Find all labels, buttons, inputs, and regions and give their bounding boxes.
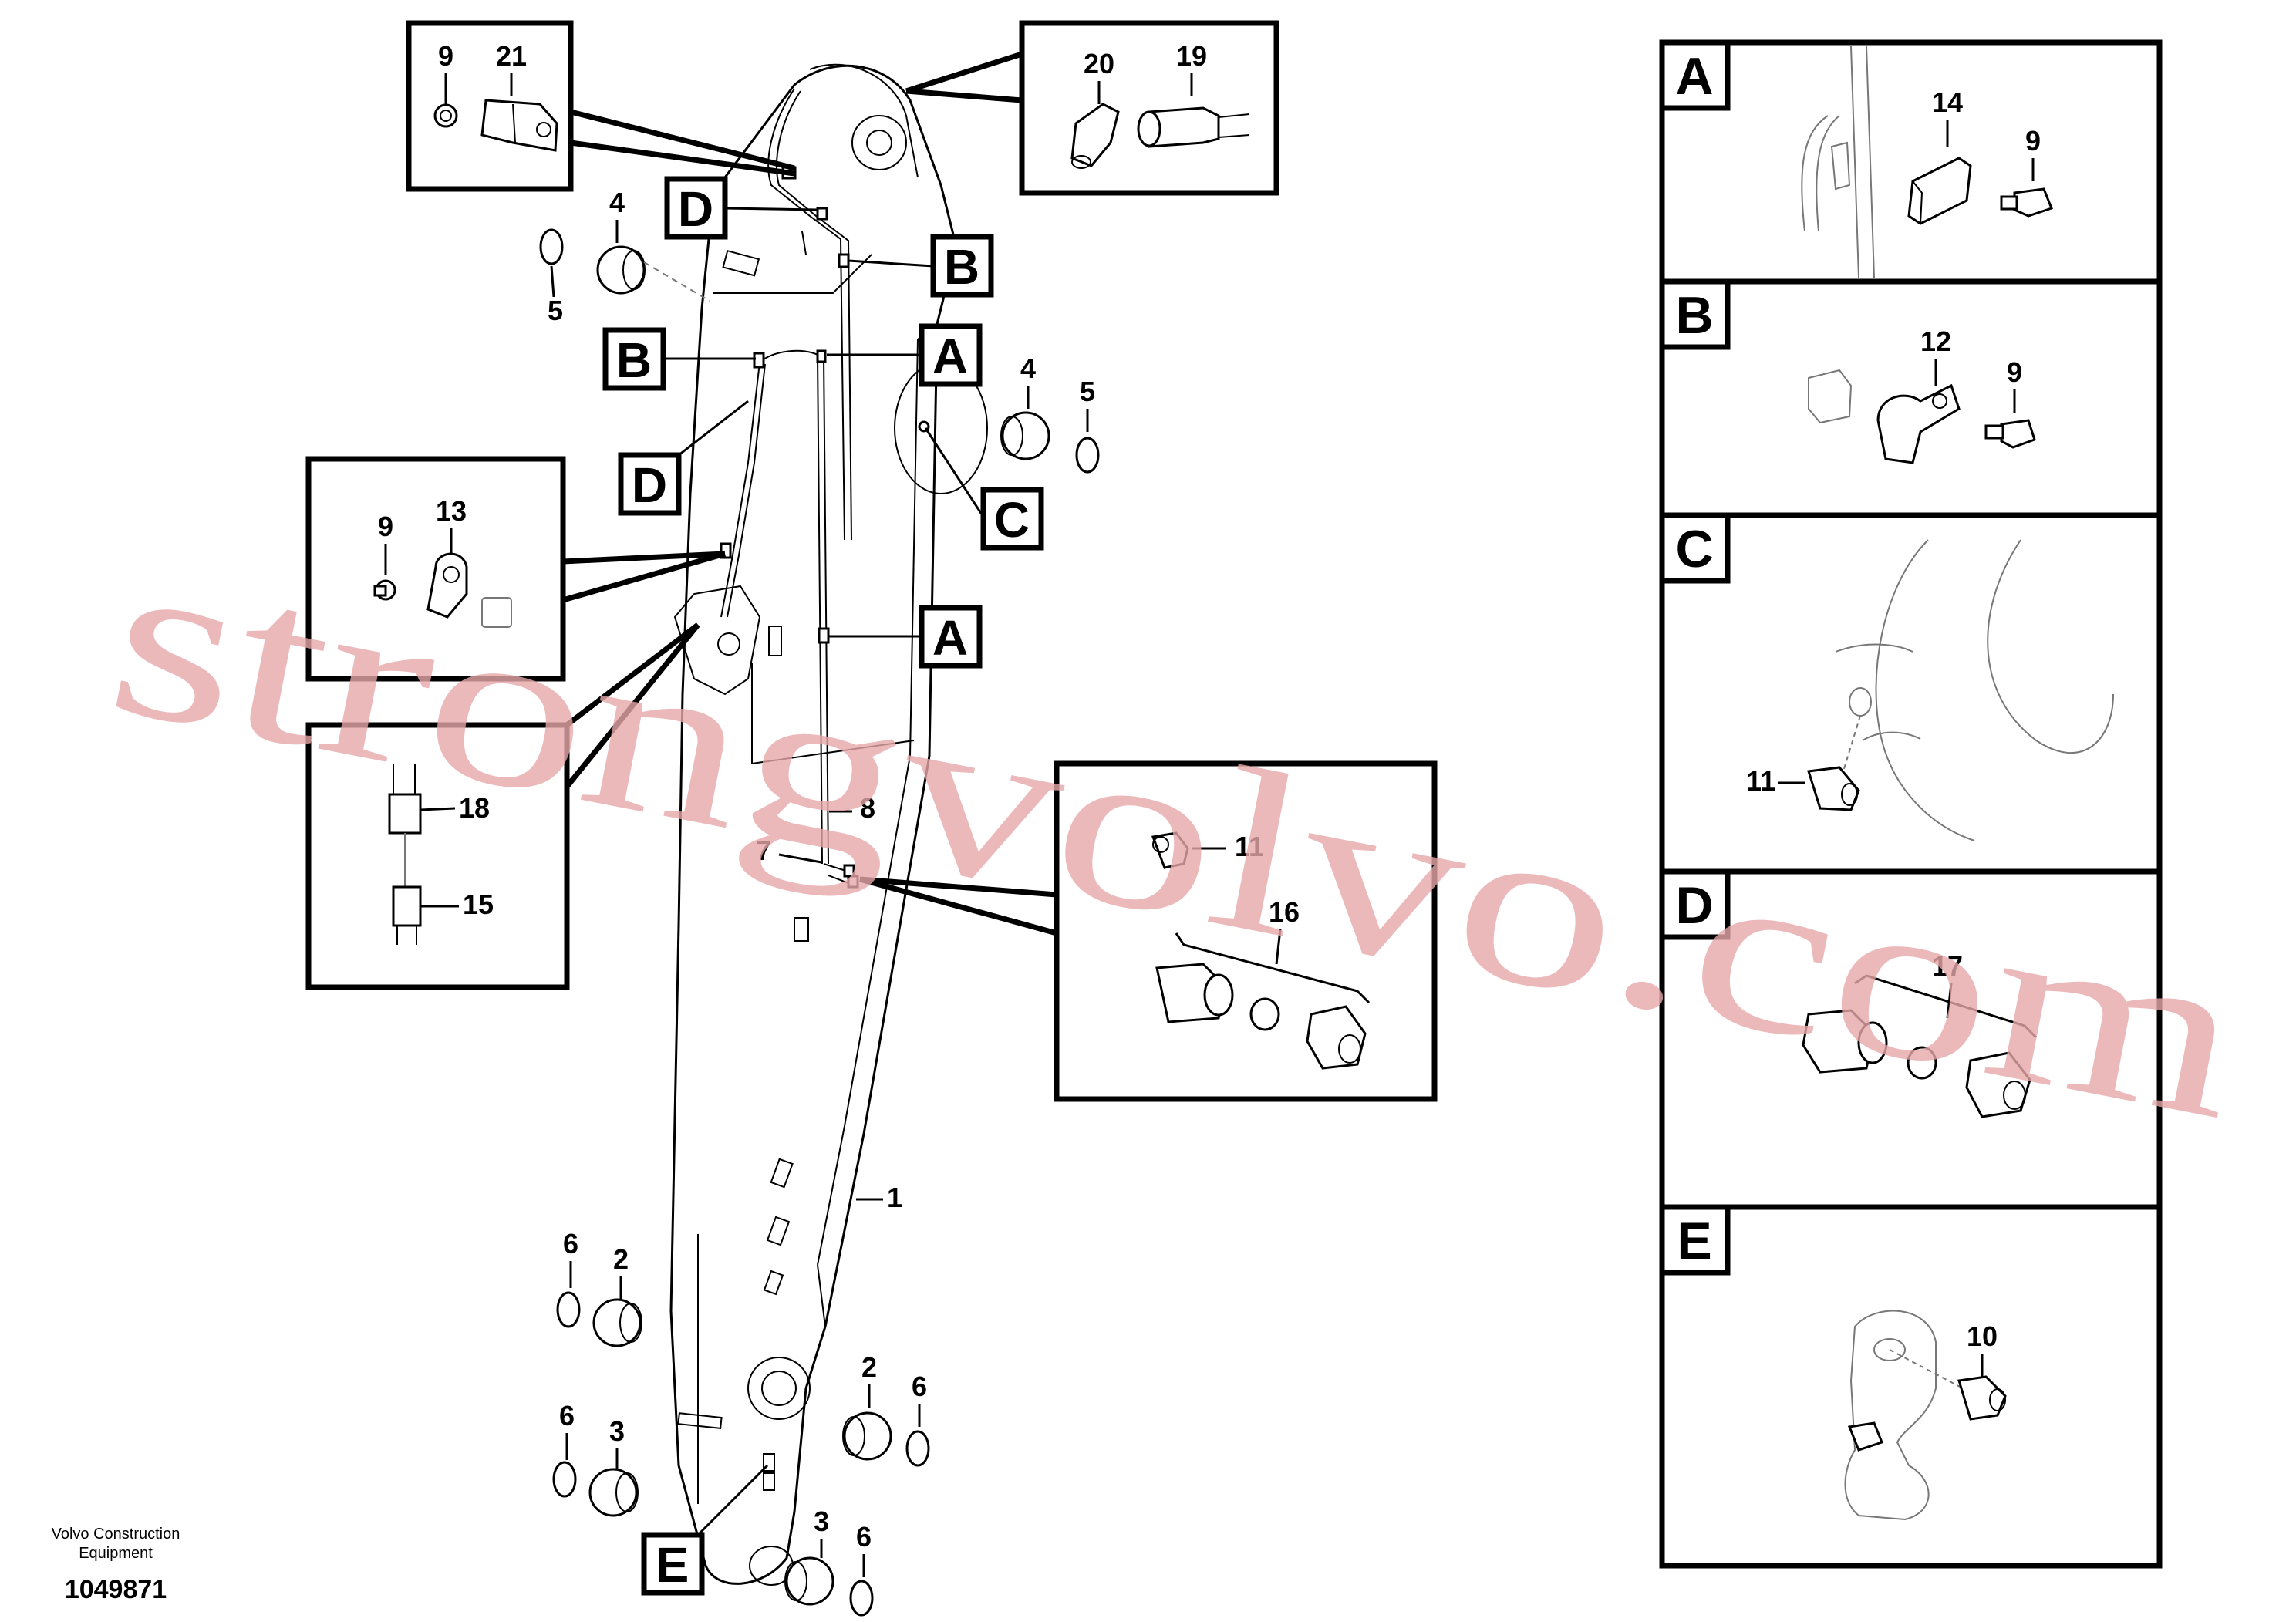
part-number: 4 [1020,352,1036,384]
part-number: 9 [438,40,453,72]
inset-lower-left: 18 15 [305,722,570,990]
o-ring-icon [905,1430,930,1467]
part-number: 15 [463,889,494,920]
o-ring-icon [849,1580,874,1617]
detail-panel-c: C 11 [1659,512,2114,841]
o-ring-icon [1075,437,1100,474]
bushing-icon [596,245,646,295]
part-number: 9 [2007,356,2022,388]
part-number: 2 [613,1243,629,1275]
reference-callouts: D B B A D C A E [602,176,1044,1596]
hose-end-icon [388,793,422,835]
part-number: 4 [609,187,625,218]
part-number: 6 [856,1521,872,1553]
ref-letter-d-top: D [678,181,713,237]
inset-top-right: 20 19 [1019,20,1279,196]
adapter-icon [392,885,422,927]
part-number: 20 [1084,48,1114,79]
part-number: 6 [559,1400,575,1431]
part-number: 1 [887,1182,902,1213]
ref-letter-a-lower: A [932,610,968,666]
ref-letter-b-right: B [944,239,979,295]
part-number: 7 [756,835,771,866]
bushing-icon [843,1411,892,1461]
union-fitting-icon [1802,1009,1876,1074]
nut-icon [1965,1051,2031,1118]
elbow-fitting-icon [1070,103,1120,167]
clamp-icon [1907,157,1972,225]
part-number: 6 [563,1228,578,1259]
ref-letter-b-left: B [616,332,652,388]
o-ring-icon [552,1461,577,1498]
nut-icon [1306,1005,1367,1070]
clamp-icon [480,99,558,152]
document-number: 1049871 [65,1575,167,1604]
part-number: 8 [860,792,875,824]
bushing-icon [1001,411,1050,460]
part-number: 9 [2025,125,2041,157]
grease-nipple-icon [1151,831,1189,869]
bushing-icon [785,1556,834,1606]
part-number: 9 [378,511,393,542]
inset-top-left: 9 21 [406,20,574,192]
part-number: 17 [1932,950,1963,982]
detail-panel-a: A 14 9 [1659,39,2053,278]
o-ring-icon [556,1291,581,1328]
part-number: 12 [1920,325,1951,357]
bushing-icon [592,1298,642,1347]
part-number: 3 [814,1506,829,1537]
detail-letter: A [1675,47,1713,106]
part-number: 10 [1967,1320,1998,1352]
detail-panel-e: E 10 [1659,1204,2007,1521]
part-number: 5 [1080,376,1095,407]
part-number: 2 [861,1351,877,1383]
part-number: 5 [548,295,563,326]
inset-right: 11 16 [1054,760,1438,1102]
bushing-icon [588,1468,638,1517]
footer-caption: Volvo Construction Equipment 1049871 [52,1526,180,1604]
clamp-icon [1876,383,1961,464]
detail-letter: B [1675,286,1713,345]
part-number: 16 [1269,896,1300,928]
ref-letter-e: E [656,1537,689,1593]
main-callouts: 4 5 4 5 8 7 1 6 2 2 [539,187,1100,1617]
detail-letter: D [1675,876,1713,935]
o-ring-icon [539,228,564,265]
part-number: 18 [459,792,490,824]
caption-line-1: Volvo Construction [52,1526,180,1543]
part-number: 11 [1235,831,1264,862]
ref-letter-a-upper: A [932,329,968,384]
detail-letter: E [1677,1212,1711,1270]
grease-nipple-icon [1807,766,1860,811]
flange-bolt-icon [433,103,458,128]
part-number: 19 [1176,40,1207,72]
detail-panel-d: D 17 [1659,868,2038,1118]
detail-panels: A 14 9 B 12 9 [1659,39,2163,1569]
inset-leaders [562,51,1057,936]
part-number: 14 [1932,86,1963,118]
detail-letter: C [1675,520,1713,578]
detail-panel-b: B 12 9 [1659,278,2036,464]
part-number: 13 [436,495,467,527]
inset-mid-left: 9 13 [305,456,566,682]
ref-letter-d-lower: D [632,457,667,513]
ref-letter-c: C [994,492,1030,548]
part-number: 21 [496,40,527,72]
part-number: 3 [609,1415,625,1447]
part-number: 11 [1746,765,1775,797]
caption-line-2: Equipment [79,1545,153,1562]
part-number: 6 [912,1371,927,1402]
